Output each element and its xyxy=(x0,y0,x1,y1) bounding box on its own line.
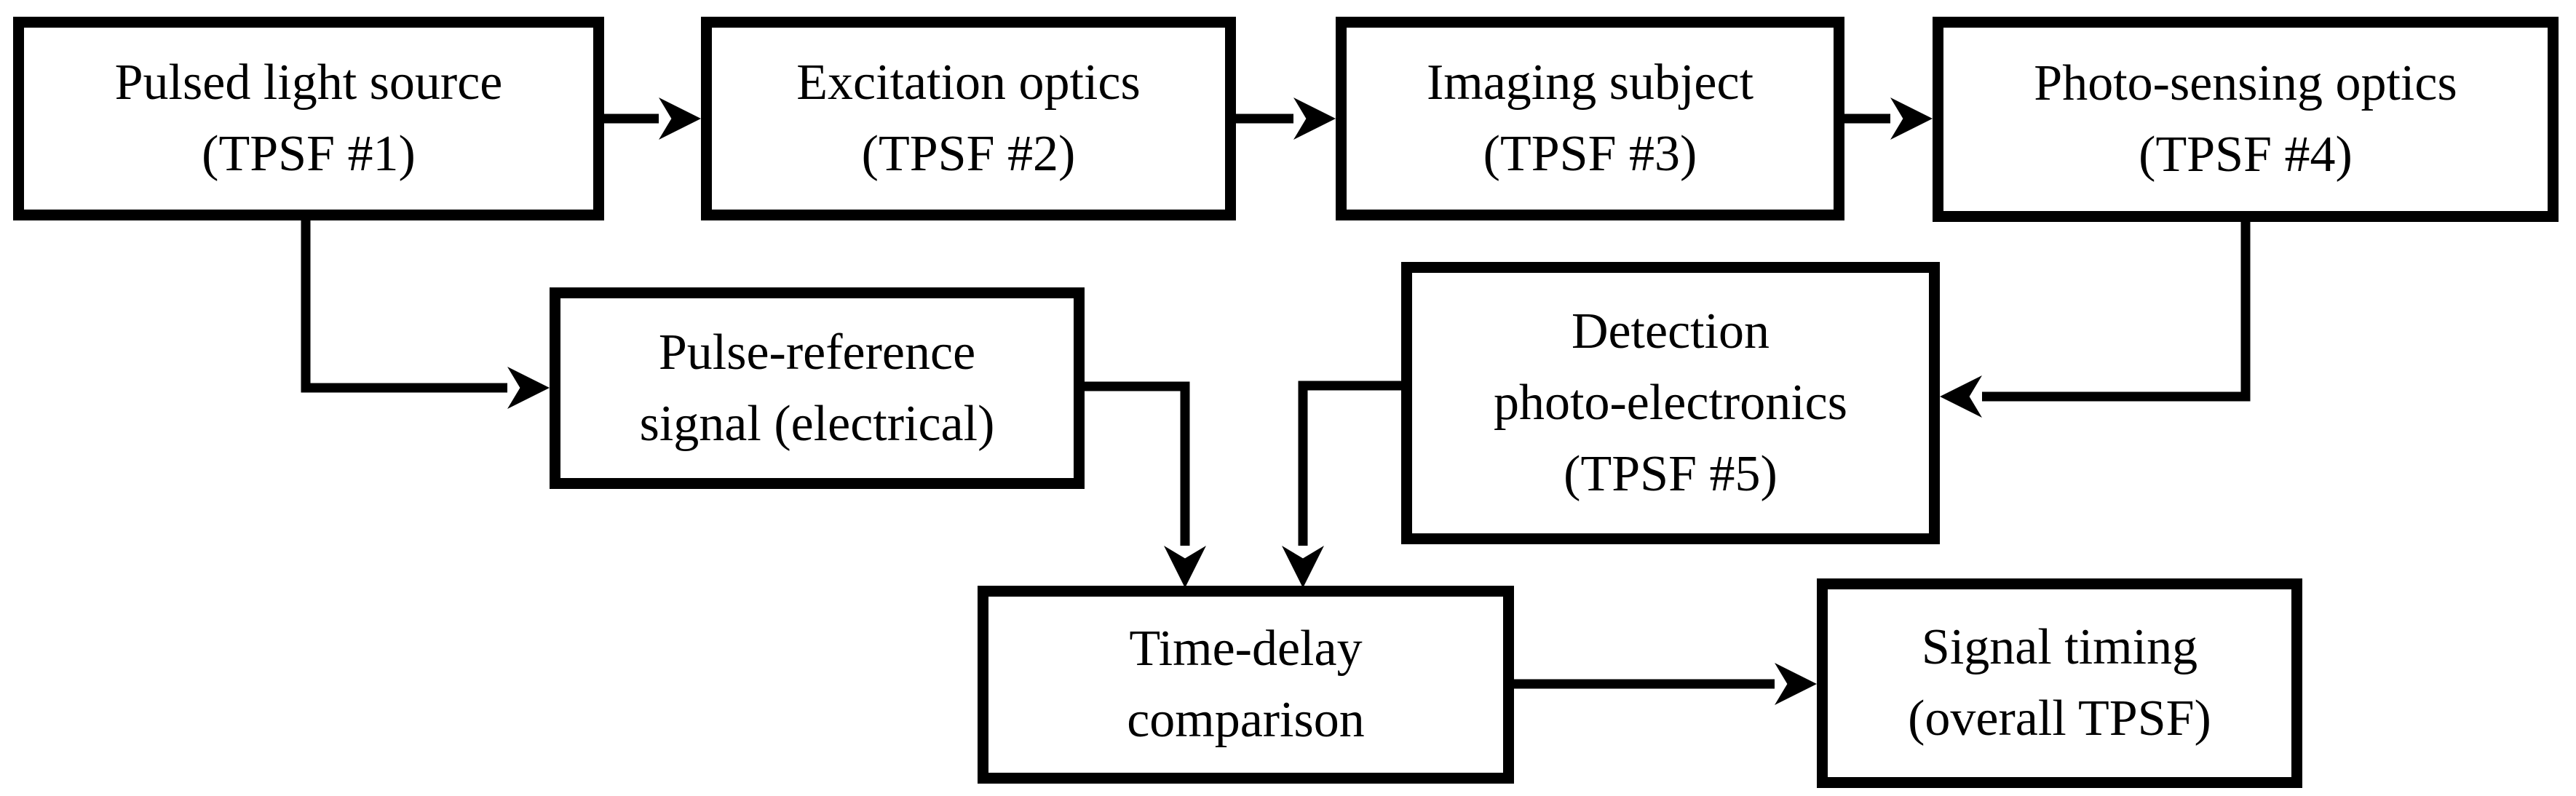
box-photo-sensing-optics: Photo-sensing optics (TPSF #4) xyxy=(1933,17,2559,222)
arrow-pulse-reference-to-comparison xyxy=(1085,381,1206,588)
arrow-photosensing-to-detection xyxy=(1940,222,2251,418)
box-detection-photo-electronics: Detection photo-electronics (TPSF #5) xyxy=(1401,262,1940,544)
arrow-detection-to-comparison xyxy=(1282,381,1401,588)
box-excitation-optics: Excitation optics (TPSF #2) xyxy=(701,17,1236,220)
box-signal-timing: Signal timing (overall TPSF) xyxy=(1817,578,2302,788)
box-pulsed-light-source: Pulsed light source (TPSF #1) xyxy=(13,17,604,220)
box-pulse-reference-signal: Pulse-reference signal (electrical) xyxy=(550,287,1085,489)
arrow-source-to-pulse-reference xyxy=(301,220,550,409)
box-time-delay-comparison: Time-delay comparison xyxy=(978,586,1514,784)
box-imaging-subject: Imaging subject (TPSF #3) xyxy=(1336,17,1844,220)
